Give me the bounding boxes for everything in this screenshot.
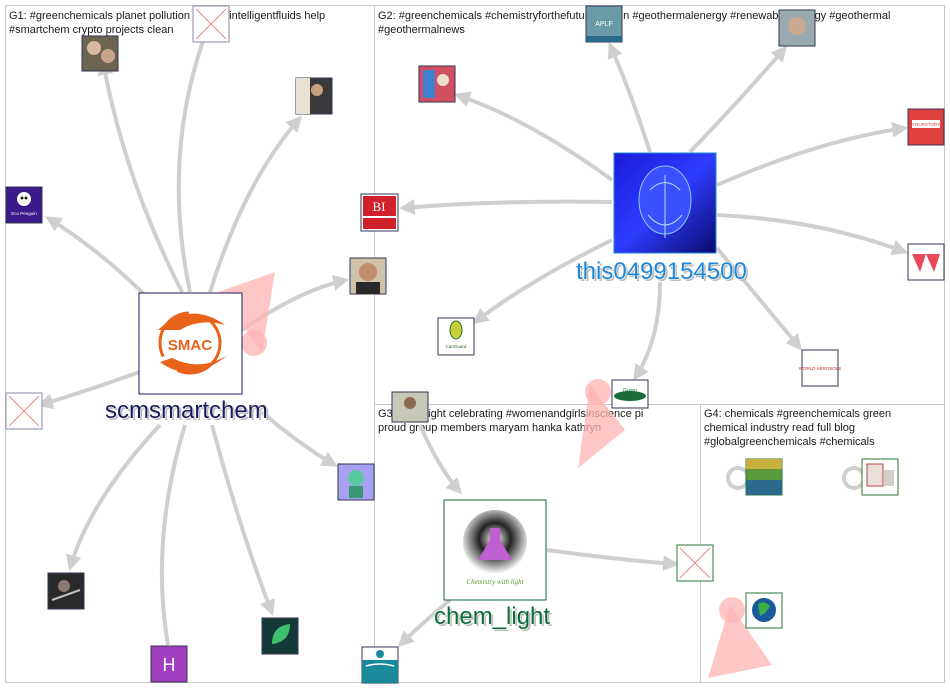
node-profile-photo[interactable]	[392, 392, 428, 422]
node-red-chevrons[interactable]	[908, 244, 944, 280]
green-logo-icon	[450, 321, 462, 339]
cartoon-avatar-icon	[348, 470, 364, 486]
edge	[690, 48, 785, 152]
profile-photo-icon	[359, 263, 377, 281]
self-loop	[241, 330, 267, 356]
edge	[162, 425, 185, 645]
group-label-g4-line1: G4: chemicals #greenchemicals green	[704, 408, 891, 420]
node-green-text: Green	[623, 388, 637, 394]
water-drop-icon	[376, 650, 384, 658]
group-label-g4-line3: #globalgreenchemicals #chemicals	[704, 436, 875, 448]
chem-light-logo-text: Chemistry with light	[466, 578, 524, 586]
edge	[717, 128, 905, 185]
profile-photo-icon	[788, 17, 806, 35]
hub-chem-light[interactable]: Chemistry with light	[444, 500, 546, 600]
node-eco-penguin[interactable]: Eco Penguin	[6, 187, 42, 223]
node-profile-photo[interactable]	[82, 36, 118, 71]
edge	[635, 282, 660, 378]
profile-photo-icon	[437, 74, 449, 86]
node-globe-logo[interactable]	[746, 593, 782, 628]
node-canguard-text: CanGuard	[446, 344, 467, 349]
penguin-icon	[17, 192, 31, 206]
node-leaf-logo[interactable]	[262, 618, 298, 654]
node-bi-text: BI	[373, 199, 386, 214]
node-world-aerosols-logo[interactable]: WORLD AEROSOLS	[799, 350, 842, 386]
edge	[48, 218, 150, 300]
hub-label-scmsmartchem[interactable]: scmsmartchem	[105, 397, 268, 424]
edge	[402, 202, 612, 208]
hub-scmsmartchem[interactable]: SMAC	[139, 293, 242, 394]
node-product-photo[interactable]	[862, 459, 898, 495]
group-label-g1-line1: G1: #greenchemicals planet pollution wat…	[9, 10, 325, 22]
node-broken-image[interactable]	[193, 6, 229, 42]
group-label-g4-line2: chemical industry read full blog	[704, 422, 855, 434]
group-label-g1-line2: #smartchem crypto projects clean	[9, 24, 173, 36]
profile-photo-icon	[58, 580, 70, 592]
node-profile-photo[interactable]	[419, 66, 455, 102]
node-water-logo[interactable]	[362, 647, 398, 683]
hub-label-chem-light[interactable]: chem_light	[434, 603, 550, 630]
self-loop	[719, 597, 745, 623]
node-world-aerosols-text: WORLD AEROSOLS	[799, 366, 842, 371]
profile-photo-icon	[311, 84, 323, 96]
profile-photo-icon	[404, 397, 416, 409]
edge	[610, 45, 650, 152]
group-label-g3-line2: proud group members maryam hanka kathryn	[378, 422, 601, 434]
letter-avatar-text: H	[163, 655, 176, 675]
edge	[457, 95, 612, 180]
node-aplf-text: APLF	[595, 21, 613, 28]
node-green-logo[interactable]: Green	[612, 380, 648, 408]
self-loop-ring	[728, 468, 748, 488]
node-this-hub-photo[interactable]	[614, 153, 716, 253]
edge	[717, 215, 905, 252]
node-landscape-photo[interactable]	[746, 459, 782, 495]
group-label-g2-line2: #geothermalnews	[378, 24, 465, 36]
node-eco-penguin-text: Eco Penguin	[11, 211, 37, 216]
edge	[70, 425, 160, 568]
landscape-photo-icon	[746, 480, 782, 495]
node-profile-photo[interactable]	[350, 258, 386, 294]
node-profile-photo[interactable]	[296, 78, 332, 114]
edge	[103, 62, 182, 292]
node-profile-photo[interactable]	[779, 10, 815, 46]
node-bi-logo[interactable]: BI	[361, 194, 398, 231]
node-profile-photo[interactable]	[48, 573, 84, 609]
node-broken-image[interactable]	[677, 545, 713, 581]
self-loop-ring	[844, 468, 864, 488]
product-photo-icon	[867, 464, 883, 486]
edge	[179, 22, 210, 292]
profile-photo-icon	[87, 41, 101, 55]
edge	[420, 425, 460, 492]
node-yourstory-logo[interactable]: YOURSTORY	[908, 109, 944, 145]
node-canguard-logo[interactable]: CanGuard	[438, 318, 474, 355]
smac-logo-text: SMAC	[168, 337, 212, 354]
self-loop	[585, 379, 611, 405]
node-letter-avatar[interactable]: H	[151, 646, 187, 682]
edge	[212, 425, 272, 613]
edge	[210, 118, 300, 292]
edge	[262, 412, 335, 465]
node-cartoon-avatar[interactable]	[338, 464, 374, 500]
hub-label-this0499154500[interactable]: this0499154500	[576, 258, 747, 285]
edge	[547, 550, 676, 564]
node-broken-image[interactable]	[6, 393, 42, 429]
node-yourstory-text: YOURSTORY	[912, 122, 940, 127]
node-aplf-logo[interactable]: APLF	[586, 6, 622, 42]
